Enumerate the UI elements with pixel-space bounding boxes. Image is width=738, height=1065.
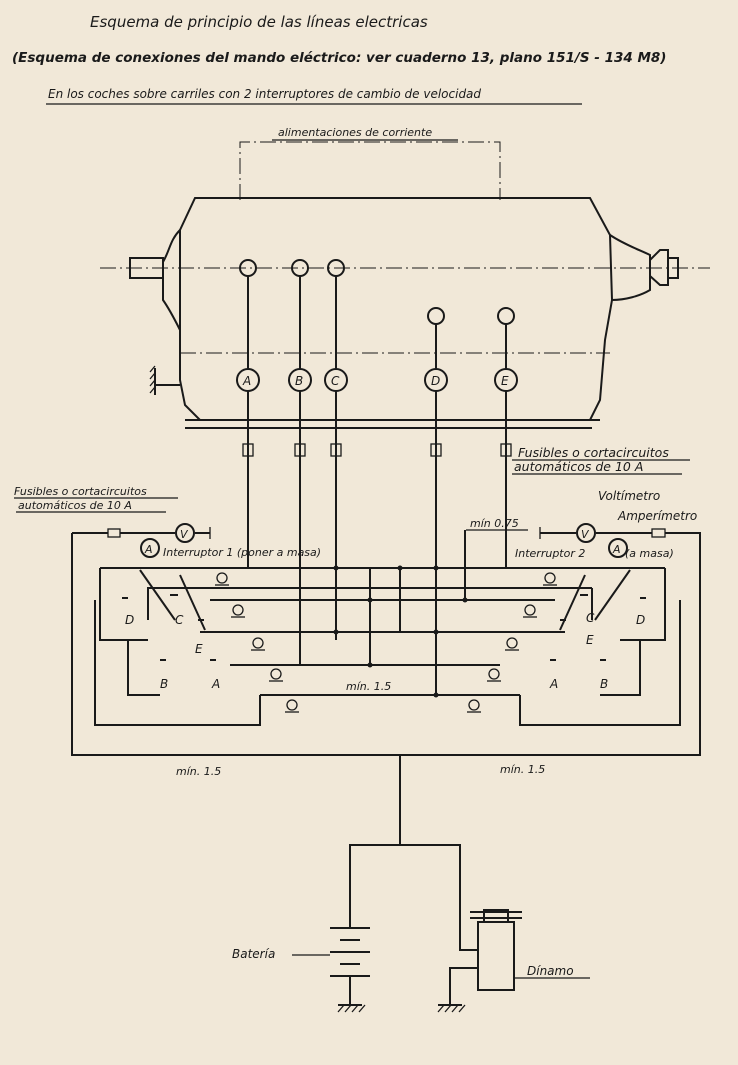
- motor-housing: [100, 197, 710, 429]
- left-voltmeter: V: [175, 523, 195, 543]
- svg-text:V: V: [180, 528, 189, 541]
- svg-text:V: V: [581, 528, 590, 541]
- terminal-a-label: A: [242, 374, 251, 388]
- diagram-title: Esquema de principio de las líneas elect…: [90, 13, 428, 31]
- bus-lines: [100, 520, 665, 696]
- right-switch-frame: C D E A B: [519, 568, 681, 726]
- terminal-circles: A B C D E: [236, 368, 518, 392]
- dynamo: [437, 909, 590, 1013]
- diagram-subtitle: (Esquema de conexiones del mando eléctri…: [12, 50, 666, 66]
- terminal-b-label: B: [295, 374, 303, 388]
- terminal-lamps: [239, 259, 515, 370]
- svg-text:A: A: [211, 677, 220, 691]
- terminal-wires: [242, 391, 512, 695]
- right-voltmeter: V: [576, 523, 596, 543]
- outer-loop: [71, 527, 701, 845]
- dynamo-label: Dínamo: [527, 964, 574, 978]
- svg-text:B: B: [160, 677, 168, 691]
- fuses-right-label-2: automáticos de 10 A: [514, 459, 643, 474]
- svg-text:A: A: [612, 543, 621, 556]
- diagram-note: En los coches sobre carriles con 2 inter…: [48, 87, 481, 101]
- svg-text:D: D: [125, 613, 134, 627]
- svg-text:A: A: [144, 543, 153, 556]
- junction-dots: [333, 565, 468, 698]
- battery-label: Batería: [232, 947, 275, 961]
- battery: [292, 844, 478, 1013]
- svg-text:A: A: [549, 677, 558, 691]
- fuses-right-label-1: Fusibles o cortacircuitos: [518, 445, 669, 460]
- fuses-left-label-1: Fusibles o cortacircuitos: [14, 485, 147, 498]
- left-switch-frame: D C E B A: [94, 568, 261, 726]
- svg-text:E: E: [586, 633, 594, 647]
- terminal-d-label: D: [431, 374, 440, 388]
- ammeter-label: Amperímetro: [617, 509, 697, 523]
- indicator-lamps: [215, 572, 557, 713]
- fuses-left-label-2: automáticos de 10 A: [18, 499, 132, 512]
- amasa-label: (a masa): [625, 547, 674, 560]
- right-ammeter: A: [608, 538, 628, 558]
- min15-left: mín. 1.5: [176, 765, 221, 778]
- switch2-label: Interruptor 2: [515, 547, 585, 560]
- supply-bracket: [239, 141, 501, 200]
- min15-center: mín. 1.5: [346, 680, 391, 693]
- svg-text:C: C: [175, 613, 184, 627]
- terminal-e-label: E: [501, 374, 509, 388]
- min15-right: mín. 1.5: [500, 763, 545, 776]
- terminal-c-label: C: [331, 374, 340, 388]
- min-075-label: mín 0.75: [470, 517, 519, 530]
- svg-text:D: D: [636, 613, 645, 627]
- svg-text:B: B: [600, 677, 608, 691]
- switch1-label: Interruptor 1 (poner a masa): [163, 546, 321, 559]
- left-ammeter: A: [140, 538, 160, 558]
- svg-text:E: E: [195, 642, 203, 656]
- svg-text:C: C: [586, 611, 595, 625]
- voltmeter-label: Voltímetro: [598, 489, 660, 503]
- supply-label: alimentaciones de corriente: [278, 126, 432, 139]
